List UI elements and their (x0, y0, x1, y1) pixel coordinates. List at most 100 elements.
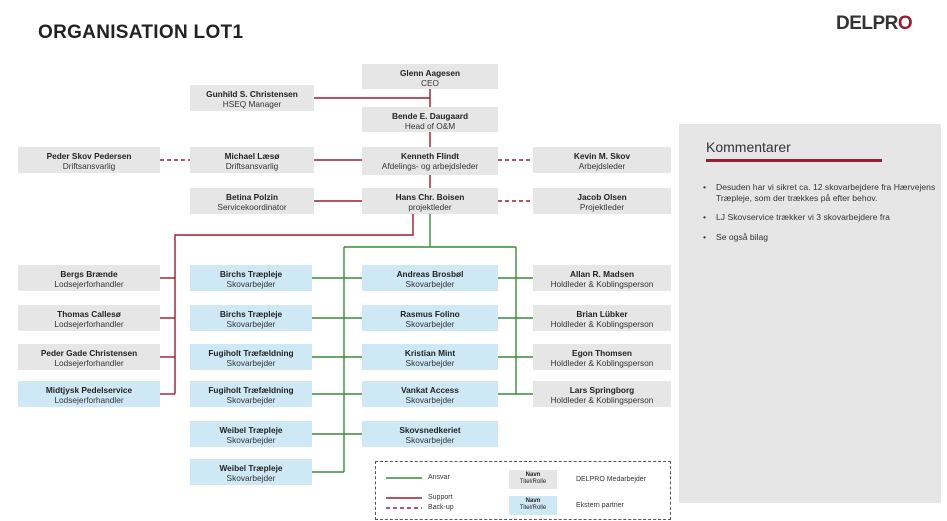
node-name: Michael Læsø (224, 151, 280, 161)
org-box-kristian: Kristian Mint Skovarbejder (362, 344, 498, 370)
org-box-fugiholt-1: Fugiholt Træfældning Skovarbejder (190, 344, 312, 370)
node-role: Skovarbejder (405, 358, 455, 368)
node-role: Holdleder & Koblingsperson (550, 319, 654, 329)
org-box-skovsnedkeriet: Skovsnedkeriet Skovarbejder (362, 421, 498, 447)
comment-item: Desuden har vi sikret ca. 12 skovarbejde… (703, 182, 939, 203)
legend-box-name: Navn (525, 472, 541, 478)
node-name: Bergs Brænde (60, 269, 118, 279)
org-box-weibel-1: Weibel Træpleje Skovarbejder (190, 421, 312, 447)
node-name: Hans Chr. Boisen (395, 192, 465, 202)
org-box-hseq: Gunhild S. Christensen HSEQ Manager (190, 85, 314, 111)
node-role: projektleder (408, 202, 452, 212)
org-box-kenneth: Kenneth Flindt Afdelings- og arbejdslede… (362, 147, 498, 175)
node-role: Holdleder & Koblingsperson (550, 279, 654, 289)
org-box-egon: Egon Thomsen Holdleder & Koblingsperson (533, 344, 671, 370)
node-role: Lodsejerforhandler (54, 279, 124, 289)
legend-external-box: Navn Titel/Rolle (509, 496, 557, 515)
node-name: Andreas Brosbøl (396, 269, 464, 279)
org-box-birchs-1: Birchs Træpleje Skovarbejder (190, 265, 312, 291)
legend-box-role: Titel/Rolle (519, 479, 547, 485)
comment-item: Se også bilag (703, 232, 939, 243)
org-box-fugiholt-2: Fugiholt Træfældning Skovarbejder (190, 381, 312, 407)
org-box-lars: Lars Springborg Holdleder & Koblingspers… (533, 381, 671, 407)
node-name: Birchs Træpleje (219, 269, 283, 279)
node-name: Skovsnedkeriet (399, 425, 461, 435)
node-role: Skovarbejder (405, 395, 455, 405)
node-role: Holdleder & Koblingsperson (550, 395, 654, 405)
org-box-peder-gade: Peder Gade Christensen Lodsejerforhandle… (18, 344, 160, 370)
legend-internal-label: DELPRO Medarbejder (576, 476, 647, 483)
org-box-hans: Hans Chr. Boisen projektleder (362, 188, 498, 214)
org-box-rasmus: Rasmus Folino Skovarbejder (362, 305, 498, 331)
node-name: Egon Thomsen (572, 348, 632, 358)
legend-external-label: Ekstern partner (576, 502, 624, 509)
org-box-bergs: Bergs Brænde Lodsejerforhandler (18, 265, 160, 291)
org-box-peder-skov: Peder Skov Pedersen Driftsansvarlig (18, 147, 160, 173)
node-role: Skovarbejder (226, 279, 276, 289)
node-role: Head of O&M (404, 121, 456, 131)
support-line (174, 214, 414, 394)
legend-box-name: Navn (525, 498, 541, 504)
node-name: Thomas Callesø (57, 309, 121, 319)
legend-internal-box: Navn Titel/Rolle (509, 470, 557, 489)
org-box-jacob: Jacob Olsen Projektleder (533, 188, 671, 214)
node-name: Jacob Olsen (577, 192, 627, 202)
node-role: Projektleder (579, 202, 625, 212)
org-box-brian: Brian Lübker Holdleder & Koblingsperson (533, 305, 671, 331)
comment-item: LJ Skovservice trækker vi 3 skovarbejder… (703, 212, 939, 223)
node-role: Arbejdsleder (578, 161, 626, 171)
node-role: Skovarbejder (226, 358, 276, 368)
node-name: Brian Lübker (576, 309, 628, 319)
node-name: Kenneth Flindt (400, 151, 460, 161)
node-role: HSEQ Manager (222, 99, 282, 109)
node-name: Rasmus Folino (400, 309, 460, 319)
node-name: Weibel Træpleje (219, 425, 283, 435)
org-box-ceo: Glenn Aagesen CEO (362, 64, 498, 89)
node-role: Skovarbejder (405, 435, 455, 445)
legend-box-role: Titel/Rolle (519, 505, 547, 511)
org-box-midtjysk: Midtjysk Pedelservice Lodsejerforhandler (18, 381, 160, 407)
comments-list: Desuden har vi sikret ca. 12 skovarbejde… (703, 182, 939, 251)
node-role: Skovarbejder (226, 435, 276, 445)
node-name: Bende E. Daugaard (391, 111, 469, 121)
org-box-andreas: Andreas Brosbøl Skovarbejder (362, 265, 498, 291)
node-role: Afdelings- og arbejdsleder (381, 161, 479, 171)
node-name: Vankat Access (401, 385, 459, 395)
org-box-head-of-om: Bende E. Daugaard Head of O&M (362, 107, 498, 132)
node-name: Weibel Træpleje (219, 463, 283, 473)
node-name: Betina Polzin (225, 192, 279, 202)
node-name: Lars Springborg (569, 385, 635, 395)
node-name: Birchs Træpleje (219, 309, 283, 319)
org-box-weibel-2: Weibel Træpleje Skovarbejder (190, 459, 312, 485)
node-role: Skovarbejder (405, 279, 455, 289)
node-role: Lodsejerforhandler (54, 319, 124, 329)
node-role: Driftsansvarlig (62, 161, 116, 171)
legend-support-label: Support (428, 494, 453, 501)
legend-line-samples (386, 477, 422, 509)
org-box-betina: Betina Polzin Servicekoordinator (190, 188, 314, 214)
node-name: Kristian Mint (404, 348, 456, 358)
node-role: Servicekoordinator (217, 202, 287, 212)
node-role: CEO (421, 78, 439, 88)
org-box-michael: Michael Læsø Driftsansvarlig (190, 147, 314, 173)
node-name: Peder Skov Pedersen (46, 151, 132, 161)
legend-responsibility-label: Ansvar (428, 474, 450, 481)
node-name: Gunhild S. Christensen (206, 89, 298, 99)
page-title: ORGANISATION LOT1 (38, 22, 244, 43)
node-role: Skovarbejder (405, 319, 455, 329)
org-box-thomas: Thomas Callesø Lodsejerforhandler (18, 305, 160, 331)
node-name: Fugiholt Træfældning (208, 385, 294, 395)
node-role: Skovarbejder (226, 473, 276, 483)
legend-backup-label: Back-up (428, 504, 454, 511)
org-box-kevin: Kevin M. Skov Arbejdsleder (533, 147, 671, 173)
org-box-vankat: Vankat Access Skovarbejder (362, 381, 498, 407)
comments-panel (679, 124, 941, 503)
node-role: Skovarbejder (226, 395, 276, 405)
org-box-allan: Allan R. Madsen Holdleder & Koblingspers… (533, 265, 671, 291)
node-name: Allan R. Madsen (569, 269, 635, 279)
comments-title-rule (706, 159, 882, 162)
node-name: Kevin M. Skov (573, 151, 631, 161)
node-name: Peder Gade Christensen (40, 348, 138, 358)
node-role: Lodsejerforhandler (54, 395, 124, 405)
